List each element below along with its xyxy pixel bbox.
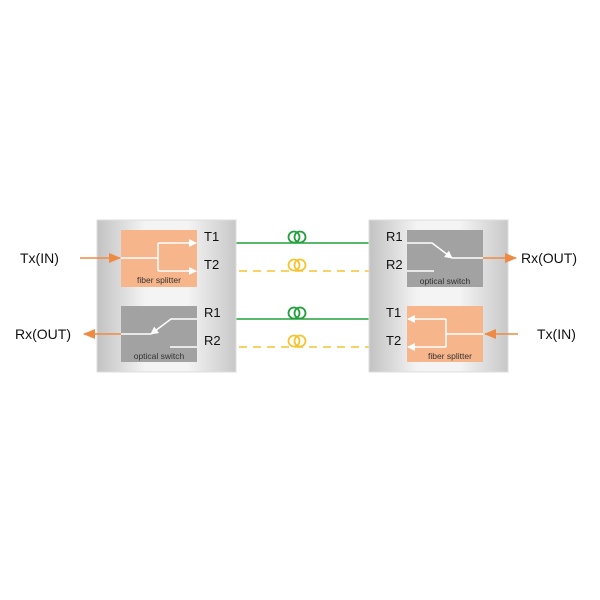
left-port-r1: R1: [204, 305, 221, 320]
fiber-coil-icon: [287, 230, 307, 244]
right-port-t1: T1: [386, 305, 401, 320]
left-port-r2: R2: [204, 333, 221, 348]
right-port-r1: R1: [386, 229, 403, 244]
left-input-label: Tx(IN): [20, 250, 59, 266]
fiber-coil-icon: [287, 334, 307, 348]
left-splitter-label: fiber splitter: [137, 275, 181, 285]
left-optical-switch: optical switch: [121, 306, 197, 362]
left-output-label: Rx(OUT): [15, 326, 71, 342]
left-switch-label: optical switch: [134, 351, 185, 361]
fiber-coil-icon: [287, 258, 307, 272]
right-input-label: Tx(IN): [537, 326, 576, 342]
right-switch-label: optical switch: [420, 276, 471, 286]
right-unit: optical switch fiber splitter R1 R2 T1 T…: [368, 219, 577, 373]
fiber-coil-icon: [287, 306, 307, 320]
right-output-label: Rx(OUT): [521, 250, 577, 266]
left-port-t2: T2: [204, 257, 219, 272]
left-fiber-splitter: fiber splitter: [121, 230, 197, 287]
right-splitter-label: fiber splitter: [428, 351, 472, 361]
right-port-t2: T2: [386, 333, 401, 348]
right-optical-switch: optical switch: [407, 230, 483, 287]
right-port-r2: R2: [386, 257, 403, 272]
left-port-t1: T1: [204, 229, 219, 244]
left-unit: fiber splitter optical switch T1 T2 R1 R…: [15, 219, 237, 373]
right-fiber-splitter: fiber splitter: [407, 306, 483, 362]
